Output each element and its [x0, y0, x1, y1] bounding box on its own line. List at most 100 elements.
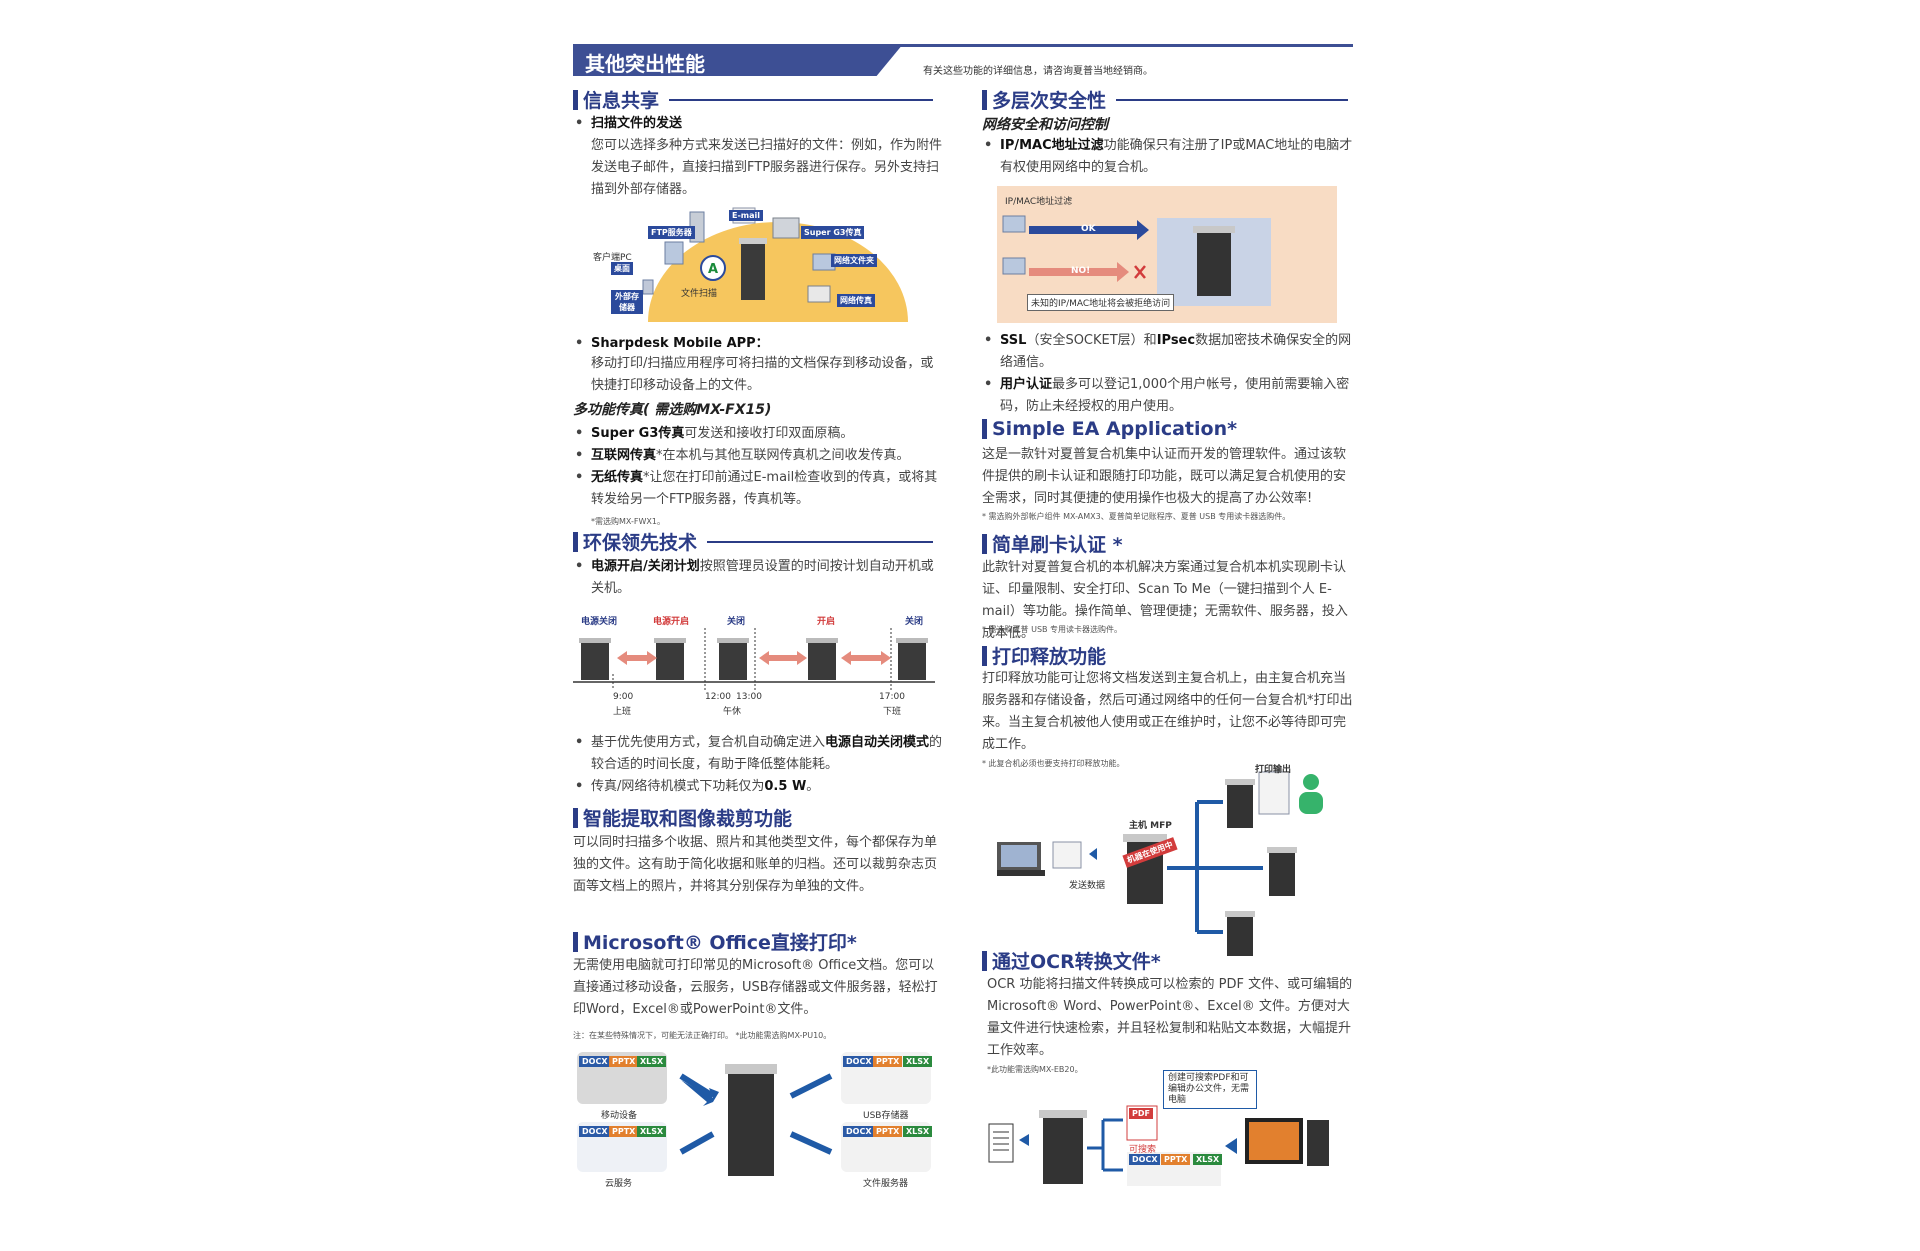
heading-marker: [573, 89, 578, 110]
ip-mac-diagram-title: IP/MAC地址过滤: [1005, 197, 1073, 207]
time-1200: 12:00: [705, 692, 731, 702]
label-file-scan: 文件扫描: [681, 289, 718, 299]
tag-docx-1: DOCX: [579, 1056, 611, 1067]
subheading-network-security: 网络安全和访问控制: [982, 117, 1108, 133]
tag-ocr-docx: DOCX: [1129, 1154, 1161, 1165]
tag-xlsx-3: XLSX: [637, 1126, 667, 1137]
ocr-footnote: *此功能需选购MX-EB20。: [987, 1065, 1083, 1074]
bullet-text: 。: [806, 779, 820, 794]
label-client-pc: 客户端PC: [593, 253, 632, 263]
heading-text: 通过OCR转换文件*: [992, 951, 1161, 973]
label-on: 开启: [817, 617, 836, 627]
bullet-title: Sharpdesk Mobile APP：: [591, 336, 769, 351]
ip-mac-diagram: IP/MAC地址过滤 OK NO! 未知的IP/MAC地址将会被拒绝访问: [997, 186, 1337, 323]
bullet-text: 基于优先使用方式，复合机自动确定进入: [591, 735, 826, 750]
heading-office: Microsoft® Office直接打印*: [573, 928, 857, 955]
label-off: 关闭: [727, 617, 746, 627]
sharpdesk-text: 移动打印/扫描应用程序可将扫描的文档保存到移动设备，或快捷打印移动设备上的文件。: [591, 356, 934, 393]
tag-network-fax: 网络传真: [837, 294, 875, 307]
heading-text: 打印释放功能: [992, 646, 1107, 668]
bullet-text: 的较合适的时间长度，有助于降低整体能耗。: [591, 735, 943, 772]
timeline-graphic: [573, 628, 935, 690]
simple-ea-text: 这是一款针对夏普复合机集中认证而开发的管理软件。通过该软件提供的刷卡认证和跟随打…: [982, 447, 1347, 506]
tag-docx-3: DOCX: [579, 1126, 611, 1137]
bullet-sharpdesk: • Sharpdesk Mobile APP：: [575, 336, 769, 351]
label-print-output: 打印输出: [1255, 765, 1292, 775]
simple-ea-footnote: * 需选购外部帐户组件 MX-AMX3、夏普简单记账程序、夏普 USB 专用读卡…: [982, 512, 1291, 521]
time-0900: 9:00: [613, 692, 634, 702]
bullet-bold: Super G3传真: [591, 426, 685, 441]
ocr-diagram: 创建可搜索PDF和可编辑办公文件，无需电脑 PDF 可搜索 DOCX PPTX …: [987, 1060, 1357, 1190]
tag-docx-2: DOCX: [843, 1056, 875, 1067]
bullet-user-auth: • 用户认证最多可以登记1,000个用户帐号，使用前需要输入密码，防止未经授权的…: [984, 377, 1350, 414]
heading-rule: [669, 98, 933, 101]
tag-desktop: 桌面: [611, 262, 633, 275]
label-send-data: 发送数据: [1069, 881, 1106, 891]
heading-text: 环保领先技术: [583, 532, 698, 554]
label-mobile: 移动设备: [601, 1111, 638, 1121]
label-off-2: 关闭: [905, 617, 924, 627]
heading-text: 简单刷卡认证 *: [992, 534, 1123, 556]
bullet-text: *在本机与其他互联网传真机之间收发传真。: [656, 448, 910, 463]
heading-marker: [982, 419, 987, 439]
tag-ocr-xlsx: XLSX: [1193, 1154, 1223, 1165]
banner-rule: [573, 44, 1353, 47]
label-searchable: 可搜索: [1129, 1145, 1157, 1155]
bullet-text: 可发送和接收打印双面原稿。: [684, 426, 854, 441]
tag-external-storage: 外部存储器: [611, 290, 643, 314]
scan-send-text: 您可以选择多种方式来发送已扫描好的文件：例如，作为附件发送电子邮件，直接扫描到F…: [591, 138, 943, 197]
bullet-bold: 无纸传真: [591, 470, 644, 485]
heading-text: Microsoft® Office直接打印*: [583, 932, 857, 954]
ip-mac-graphic: [1002, 215, 1271, 306]
bullet-bold: IPsec: [1156, 333, 1196, 348]
bullet-bold: 用户认证: [1000, 377, 1053, 392]
label-cloud: 云服务: [605, 1179, 633, 1189]
heading-marker: [982, 645, 987, 666]
bullet-bold: 0.5 W: [764, 779, 807, 794]
heading-marker: [982, 89, 987, 110]
bullet-text: （安全SOCKET层）和: [1026, 333, 1157, 348]
time-note-leave: 下班: [883, 707, 902, 717]
bullet-title: 扫描文件的发送: [591, 116, 683, 131]
tag-network-folder: 网络文件夹: [831, 254, 877, 267]
heading-text: Simple EA Application*: [992, 418, 1238, 440]
tag-xlsx-2: XLSX: [903, 1056, 933, 1067]
power-timeline: 电源关闭 电源开启 关闭 开启 关闭 9:00 上班 12:00 13:00 午…: [573, 614, 935, 717]
scan-send-diagram: A E-mail FTP服务器 Super G3传真 客户端PC 桌面 网络文件…: [593, 204, 933, 322]
bullet-text: 传真/网络待机模式下功耗仅为: [591, 779, 765, 794]
heading-info-share: 信息共享: [573, 86, 933, 113]
print-release-graphic: [993, 771, 1323, 956]
ocr-callout: 创建可搜索PDF和可编辑办公文件，无需电脑: [1163, 1070, 1257, 1109]
print-release-footnote: * 此复合机必须也要支持打印释放功能。: [982, 759, 1125, 768]
svg-text:A: A: [708, 262, 718, 277]
heading-simple-ea: Simple EA Application*: [982, 418, 1237, 440]
card-auth-text: 此款针对夏普复合机的本机解决方案通过复合机本机实现刷卡认证、印量限制、安全打印、…: [982, 560, 1348, 641]
heading-text: 多层次安全性: [992, 90, 1107, 112]
bullet-super-g3: • Super G3传真可发送和接收打印双面原稿。: [575, 426, 854, 441]
tag-pptx-4: PPTX: [873, 1126, 903, 1137]
banner-note: 有关这些功能的详细信息，请咨询夏普当地经销商。: [923, 66, 1153, 77]
heading-print-release: 打印释放功能: [982, 642, 1106, 669]
bullet-text: 数据加密技术确保安全的网络通信。: [1000, 333, 1352, 370]
bullet-paperless-fax: • 无纸传真*让您在打印前通过E-mail检查收到的传真，或将其转发给另一个FT…: [575, 470, 938, 507]
bullet-bold: 电源开启/关闭计划: [591, 559, 700, 574]
bullet-text: *让您在打印前通过E-mail检查收到的传真，或将其转发给另一个FTP服务器，传…: [591, 470, 938, 507]
label-no: NO!: [1071, 266, 1091, 276]
brochure-page: 其他突出性能 有关这些功能的详细信息，请咨询夏普当地经销商。 信息共享 • 扫描…: [570, 42, 1360, 1242]
banner: 其他突出性能 有关这些功能的详细信息，请咨询夏普当地经销商。: [573, 44, 1353, 77]
subheading-fax: 多功能传真( 需选购MX-FX15): [573, 402, 772, 418]
tag-pptx-3: PPTX: [609, 1126, 639, 1137]
bullet-power-schedule: • 电源开启/关闭计划按照管理员设置的时间按计划自动开机或关机。: [575, 559, 934, 596]
heading-crop: 智能提取和图像裁剪功能: [573, 804, 792, 831]
scan-diagram-graphic: A: [642, 207, 908, 322]
heading-text: 信息共享: [583, 90, 660, 112]
bullet-low-power: • 传真/网络待机模式下功耗仅为0.5 W。: [575, 779, 820, 794]
print-release-text: 打印释放功能可让您将文档发送到主复合机上，由主复合机充当服务器和存储设备，然后可…: [982, 671, 1353, 752]
time-note-work: 上班: [613, 707, 632, 717]
heading-rule: [707, 540, 933, 543]
office-print-diagram: DOCX PPTX XLSX 移动设备 DOCX PPTX XLSX USB存储…: [573, 1052, 943, 1202]
tag-pptx-1: PPTX: [609, 1056, 639, 1067]
bullet-bold: 互联网传真: [591, 448, 657, 463]
label-usb: USB存储器: [863, 1111, 909, 1121]
bullet-ssl: • SSL（安全SOCKET层）和IPsec数据加密技术确保安全的网络通信。: [984, 333, 1352, 370]
